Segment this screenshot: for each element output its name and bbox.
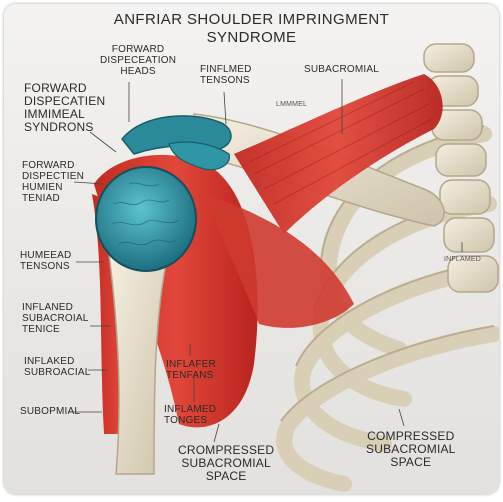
- humeral-head: [95, 166, 197, 272]
- pectoral-muscle: [204, 194, 354, 328]
- coracoid: [168, 141, 230, 171]
- label-compressed-subacromial-space-right: COMPRESSED SUBACROMIAL SPACE: [366, 429, 456, 469]
- muscle-fibers: [248, 81, 433, 205]
- humeral-head-texture: [111, 182, 180, 246]
- label-forward-dispectien-humien: FORWARD DISPECTIEN HUMIEN TENIAD: [22, 160, 85, 204]
- page-title: ANFRIAR SHOULDER IMPRINGMENT: [113, 11, 390, 28]
- label-finfmed-tensons: FINFLMED TENSONS: [200, 64, 252, 86]
- label-inflaked-subroacial: INFLAKED SUBROACIAL: [24, 356, 91, 378]
- spine: [423, 43, 499, 293]
- illustration-frame: ANFRIAR SHOULDER IMPRINGMENT SYNDROME FO…: [4, 4, 499, 494]
- label-inflamed-right: INFLAMED: [444, 256, 481, 263]
- label-humeead-tensons: HUMEEAD TENSONS: [20, 250, 72, 272]
- humerus-bone: [108, 253, 167, 475]
- label-subacromial-top: SUBACROMIAL: [304, 64, 379, 75]
- label-inflaned-subacroial-tenice: INFLANED SUBACROIAL TENICE: [22, 302, 89, 335]
- label-subopmial: SUBOPMIAL: [20, 406, 81, 417]
- label-lmmmel: LMMMEL: [276, 101, 308, 108]
- label-compressed-subacromial-space-left: CROMPRESSED SUBACROMIAL SPACE: [178, 443, 275, 483]
- trapezius-muscle: [234, 74, 443, 234]
- label-forward-dispeceation-heads: FORWARD DISPECEATION HEADS: [100, 44, 177, 77]
- label-inflamed-tonges: INFLAMED TONGES: [164, 404, 217, 426]
- label-forward-dispecatien: FORWARD DISPECATIEN IMMIMEAL SYNDRONS: [24, 81, 106, 134]
- rib-cage: [276, 126, 499, 492]
- page-subtitle: SYNDROME: [206, 29, 297, 46]
- shoulder-anatomy-illustration: [92, 43, 499, 492]
- label-inflafer-tenfans: INFLAFER TENFANS: [166, 359, 216, 381]
